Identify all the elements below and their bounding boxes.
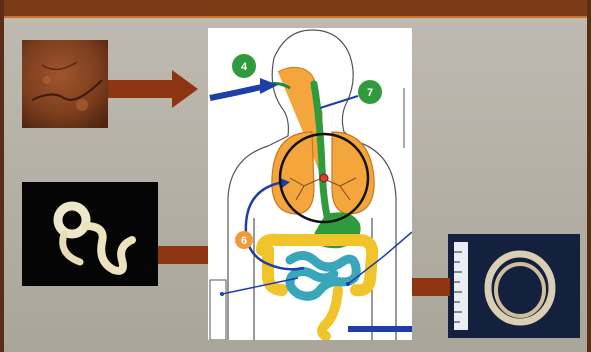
liver-tissue-photo (22, 40, 108, 128)
arrow-to-mouth (108, 70, 200, 108)
stage-badge-7: 7 (358, 80, 382, 104)
svg-text:6: 6 (241, 235, 247, 247)
stage-badge-4: 4 (232, 54, 256, 78)
life-cycle-diagram: 4 7 6 (208, 28, 412, 340)
larva-photo (22, 182, 158, 286)
svg-text:7: 7 (367, 87, 373, 99)
svg-text:4: 4 (241, 61, 248, 73)
adult-worm-photo (448, 234, 580, 338)
stage-badge-6: 6 (235, 231, 253, 249)
title-bar (4, 0, 587, 18)
